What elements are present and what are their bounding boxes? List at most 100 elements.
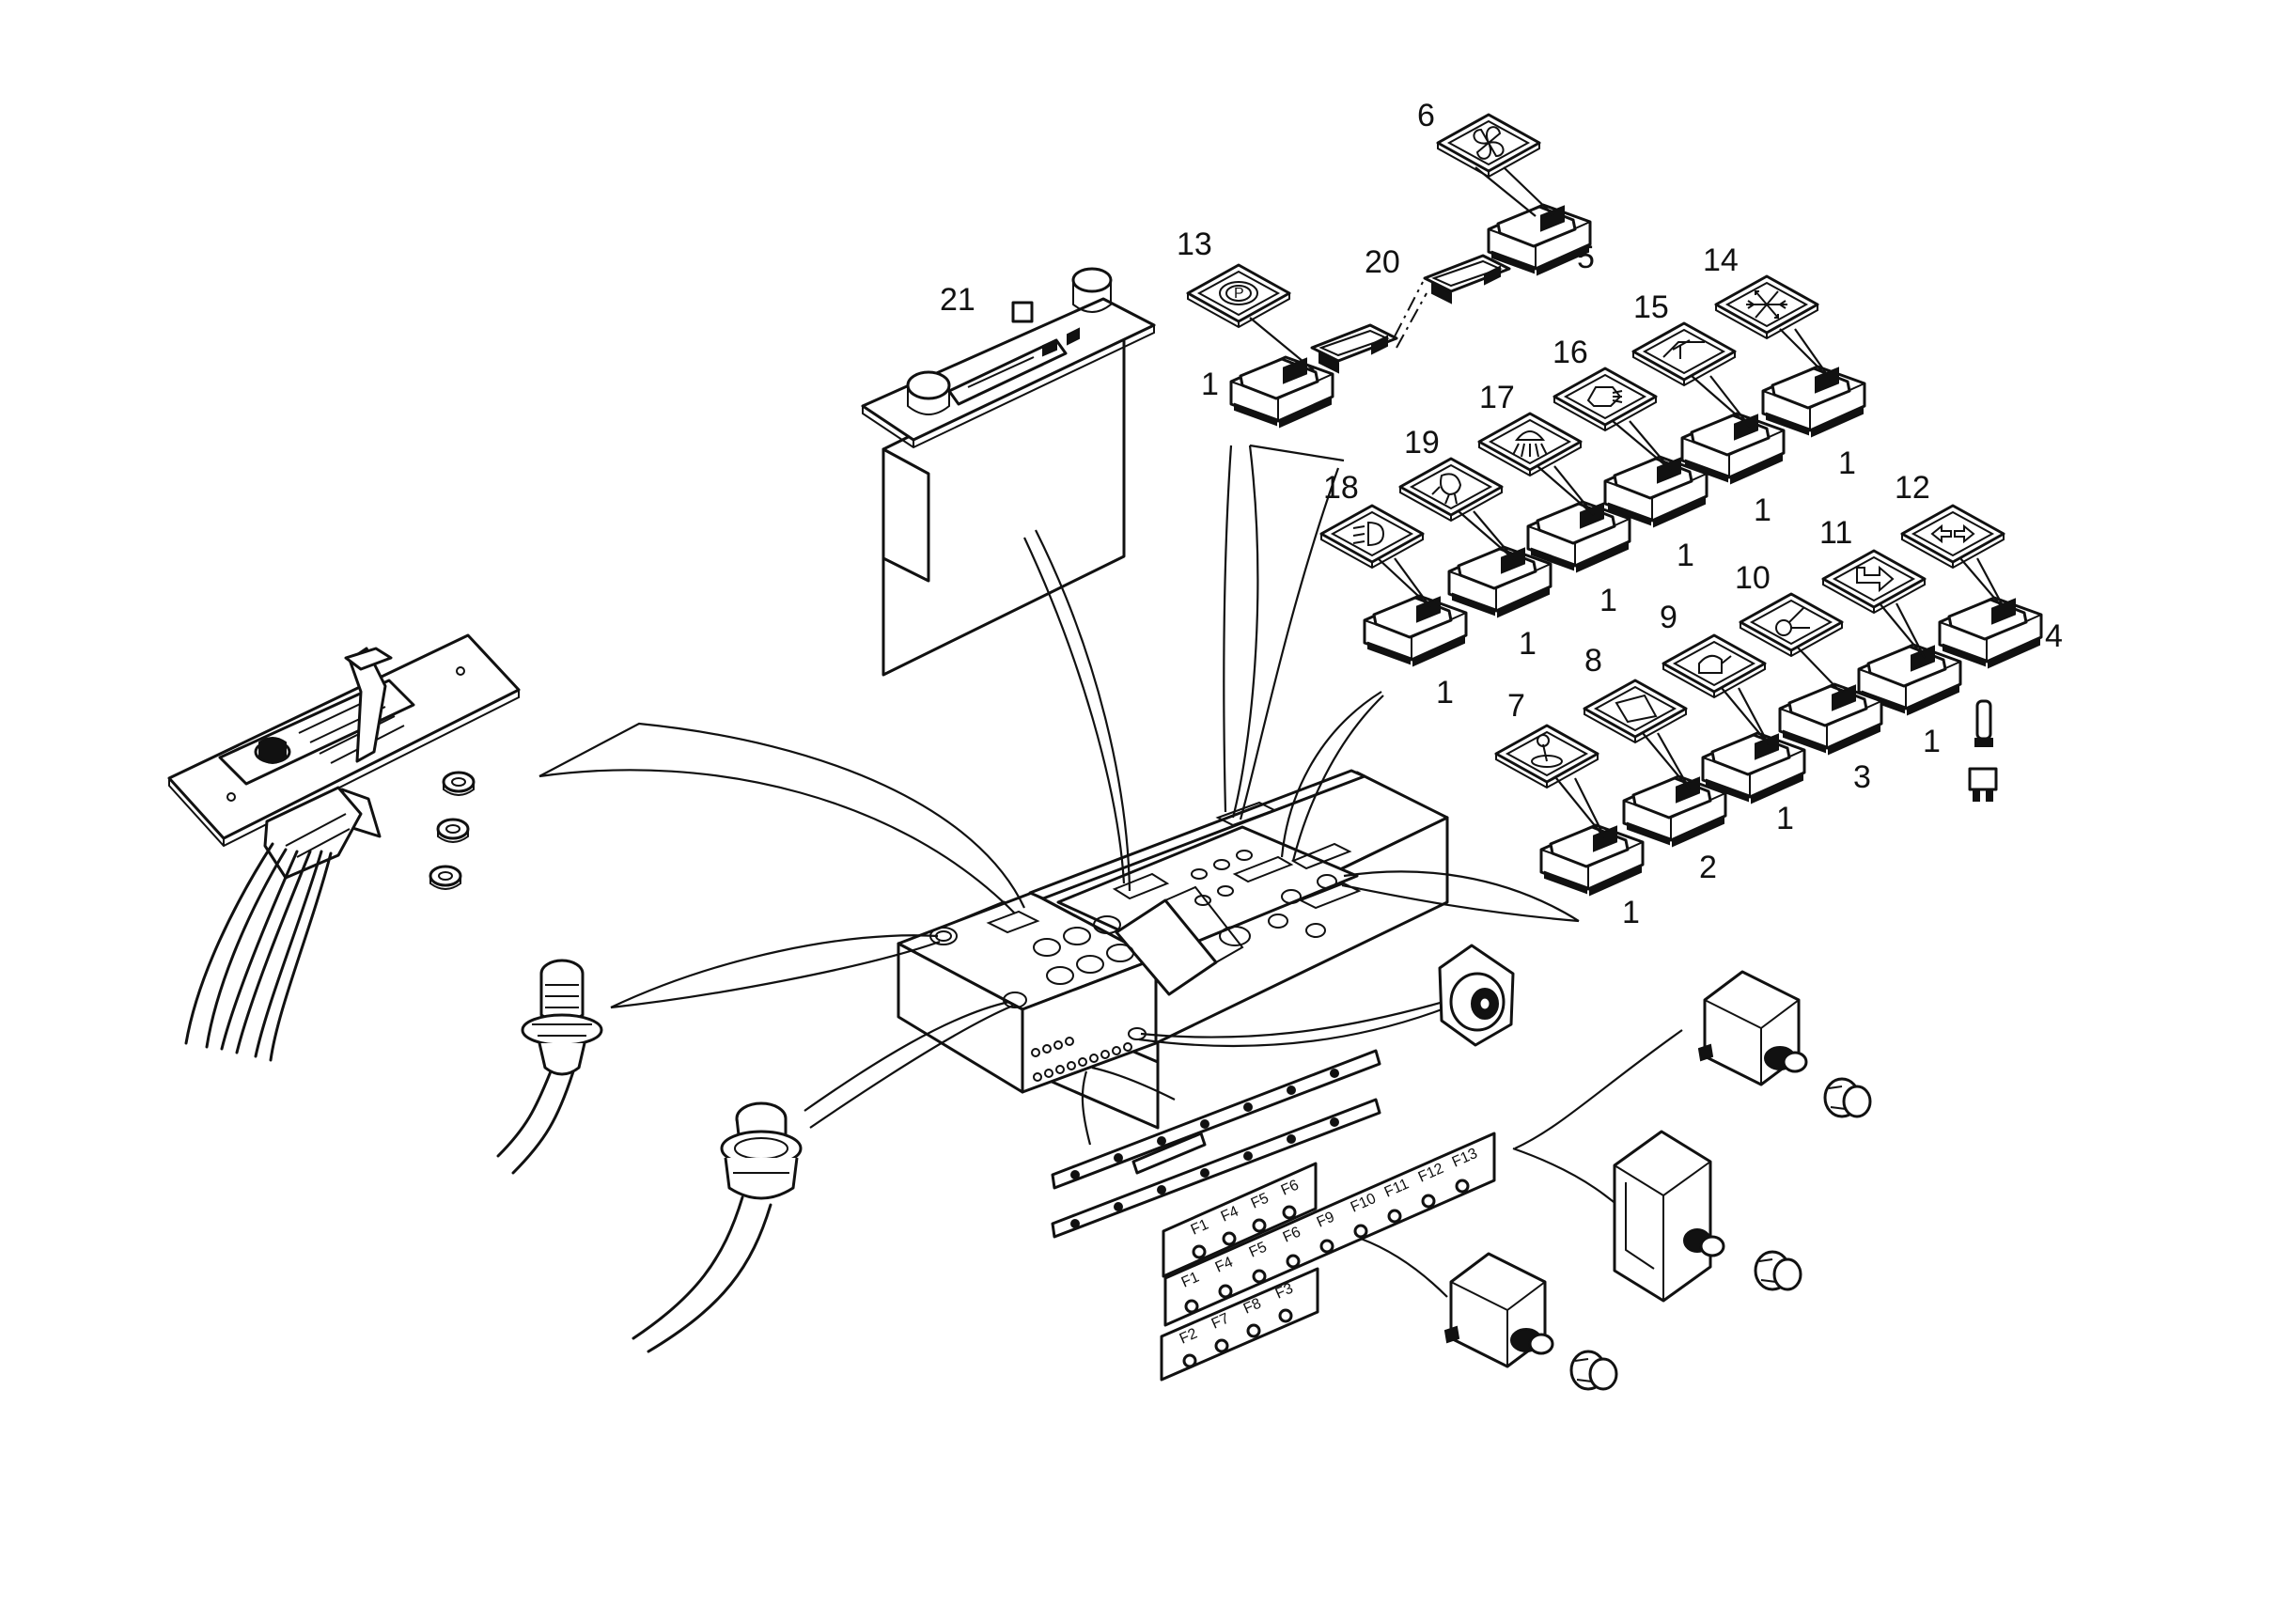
callout-11: 11 xyxy=(1819,515,1852,551)
svg-text:F1: F1 xyxy=(1189,1216,1211,1238)
callout-7: 7 xyxy=(1507,688,1525,724)
tile-fan xyxy=(1436,113,1541,179)
callout-13: 13 xyxy=(1177,226,1212,262)
fuse-strip-c: F2 F7 F8 F3 xyxy=(1160,1267,1319,1382)
tile-arrows xyxy=(1249,166,2006,839)
joystick-control-panel xyxy=(167,633,521,1062)
tile-headlamp xyxy=(1319,504,1425,570)
callout-1-19: 1 xyxy=(1519,626,1537,662)
tile-washer xyxy=(1552,367,1658,432)
fuse-a-2: F4 xyxy=(1219,1203,1241,1246)
rear-wiper-icon xyxy=(1662,339,1705,359)
callout-10: 10 xyxy=(1735,560,1771,596)
callout-1-7: 1 xyxy=(1622,895,1640,930)
callout-15: 15 xyxy=(1633,289,1669,325)
fuse-c-2: F7 xyxy=(1209,1310,1232,1353)
callout-1-18: 1 xyxy=(1436,675,1454,710)
tile-gauge xyxy=(1739,592,1844,658)
tile-pump xyxy=(1662,633,1767,699)
fuse-a-4: F6 xyxy=(1279,1177,1302,1220)
svg-text:P: P xyxy=(1234,286,1244,302)
svg-text:F3: F3 xyxy=(1273,1280,1296,1302)
rocker-switch-7 xyxy=(1539,823,1645,897)
svg-text:F1: F1 xyxy=(1179,1269,1202,1290)
callout-17: 17 xyxy=(1479,380,1515,415)
rocker-switch-8 xyxy=(1622,774,1727,848)
fuse-b-1: F1 xyxy=(1179,1269,1202,1314)
blank-frames xyxy=(1310,254,1511,374)
frame-20-a xyxy=(1310,323,1398,374)
rocker-switch-3 xyxy=(1778,682,1883,756)
rocker-switch-19 xyxy=(1447,545,1552,618)
callout-14: 14 xyxy=(1703,242,1739,278)
fuse-strip-a: F1 F4 F5 F6 xyxy=(1162,1162,1318,1278)
callout-1-11: 1 xyxy=(1923,724,1941,759)
nut-3 xyxy=(429,865,462,891)
air-conditioning-icon xyxy=(1746,290,1787,319)
callout-numbers: 6 5 13 20 14 21 15 16 17 19 18 12 11 10 … xyxy=(940,98,2063,930)
washer-icon xyxy=(1586,386,1623,407)
callout-1-left: 1 xyxy=(1201,367,1219,402)
breaker-cap-1 xyxy=(1823,1077,1872,1118)
fuse-a-1: F1 xyxy=(1189,1216,1211,1259)
fan-icon xyxy=(1473,126,1505,160)
parking-brake-icon: P xyxy=(1219,281,1258,305)
terminal-strip-top xyxy=(1051,1049,1381,1190)
svg-text:F6: F6 xyxy=(1279,1177,1302,1198)
fuse-a-3: F5 xyxy=(1249,1190,1272,1233)
callout-8: 8 xyxy=(1584,643,1602,679)
circuit-breaker-3 xyxy=(1443,1252,1554,1368)
rocker-switch-14 xyxy=(1761,365,1866,438)
circuit-breaker-2 xyxy=(1613,1130,1725,1303)
nut-2 xyxy=(436,818,470,844)
svg-text:F4: F4 xyxy=(1219,1203,1241,1225)
callout-1-16: 1 xyxy=(1677,538,1694,573)
callout-19: 19 xyxy=(1404,425,1440,461)
rotary-knob xyxy=(1438,944,1515,1047)
callout-16: 16 xyxy=(1552,335,1588,370)
tile-joystick xyxy=(1494,724,1599,789)
fuse-c-1: F2 xyxy=(1178,1325,1200,1368)
headlamp-icon xyxy=(1352,521,1385,547)
callout-9: 9 xyxy=(1660,600,1677,635)
dashboard-console xyxy=(897,769,1449,1130)
rocker-switch-13 xyxy=(1229,355,1334,429)
breaker-cap-2 xyxy=(1754,1250,1802,1291)
gauge-icon xyxy=(1775,606,1810,636)
tile-direction xyxy=(1821,549,1927,615)
rocker-switch-5 xyxy=(1487,203,1592,276)
tile-hazard xyxy=(1900,504,2005,570)
svg-text:F7: F7 xyxy=(1209,1310,1232,1332)
callout-20: 20 xyxy=(1365,244,1400,280)
fuse-b-5: F9 xyxy=(1315,1209,1337,1254)
fuse-b-4: F6 xyxy=(1281,1224,1303,1269)
joystick-icon xyxy=(1531,734,1563,768)
callout-12: 12 xyxy=(1895,470,1930,506)
push-switch-with-cable-a xyxy=(496,959,603,1175)
nut-1 xyxy=(442,771,476,797)
svg-text:F9: F9 xyxy=(1315,1209,1337,1230)
callout-21: 21 xyxy=(940,282,975,318)
callout-1-14: 1 xyxy=(1838,445,1856,481)
fuse-b-2: F4 xyxy=(1213,1254,1236,1299)
tile-work-light xyxy=(1477,412,1583,477)
hazard-arrows-icon xyxy=(1930,523,1975,544)
beacon-icon xyxy=(1431,473,1462,505)
fuse-b-3: F5 xyxy=(1247,1239,1270,1284)
tile-parking: P xyxy=(1186,263,1291,329)
rocker-switch-18 xyxy=(1363,594,1468,667)
push-switch-with-cable-b xyxy=(632,1101,803,1353)
circuit-breakers xyxy=(1443,970,1872,1391)
svg-text:F4: F4 xyxy=(1213,1254,1236,1275)
symbol-tiles: P xyxy=(1186,113,2005,789)
tile-snowflake xyxy=(1714,274,1819,340)
svg-text:F8: F8 xyxy=(1241,1295,1264,1317)
svg-text:F6: F6 xyxy=(1281,1224,1303,1245)
fuse-c-3: F8 xyxy=(1241,1295,1264,1338)
svg-text:F5: F5 xyxy=(1247,1239,1270,1260)
rocker-switch-4 xyxy=(1938,596,2043,669)
fuse-strip-b: F1 F4 F5 F6 F9 F10 F11 F12 F13 xyxy=(1163,1132,1496,1327)
tile-rear-wiper xyxy=(1631,321,1737,387)
washer-icon xyxy=(1698,654,1732,674)
